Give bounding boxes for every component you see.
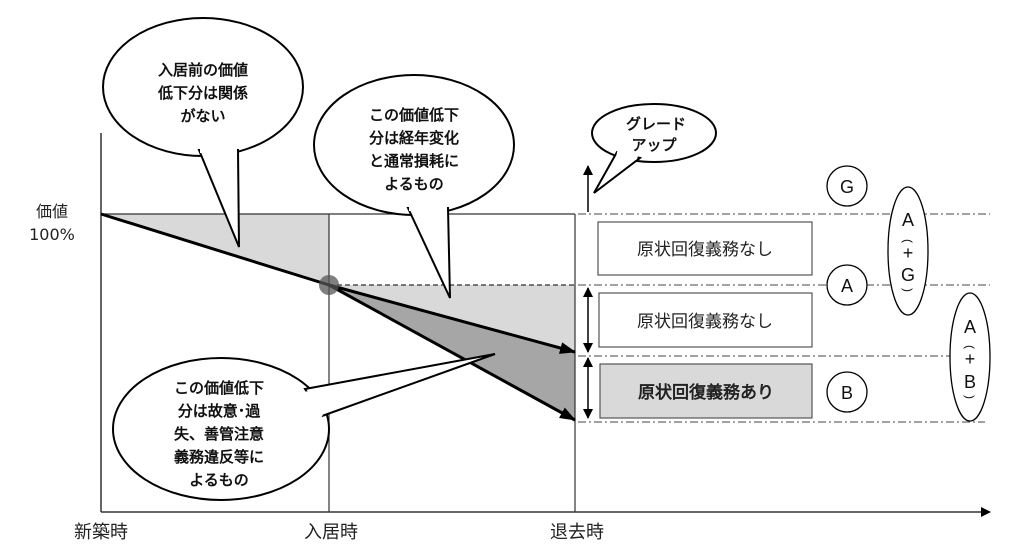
marker-g: [826, 165, 868, 207]
negligence-line: [328, 283, 576, 422]
svg-text:入居前の価値: 入居前の価値: [158, 61, 248, 79]
svg-text:よるもの: よるもの: [384, 175, 444, 193]
normal-wear-line: [328, 283, 576, 354]
svg-text:義務違反等に: 義務違反等に: [174, 448, 264, 466]
svg-text:この価値低下: この価値低下: [174, 379, 264, 397]
a-plus-g-oval: [887, 186, 929, 316]
bubble-before-move-in: 入居前の価値 低下分は関係 がない: [102, 17, 304, 248]
box-upper-label: 原状回復義務なし: [637, 240, 773, 260]
svg-text:): ): [963, 395, 977, 399]
svg-text:A: A: [964, 317, 976, 337]
svg-text:分は経年変化: 分は経年変化: [369, 129, 459, 147]
x-label-new-build: 新築時: [74, 522, 128, 543]
svg-text:と通常損耗に: と通常損耗に: [369, 152, 459, 170]
box-middle-label: 原状回復義務なし: [637, 312, 773, 332]
marker-a-label: A: [841, 276, 853, 296]
svg-text:低下分は関係: 低下分は関係: [157, 84, 248, 102]
svg-text:がない: がない: [180, 107, 225, 125]
svg-text:G: G: [901, 265, 915, 285]
bubble-aging: この価値低下 分は経年変化 と通常損耗に よるもの: [313, 74, 515, 299]
svg-text:グレード: グレード: [626, 115, 686, 133]
a-plus-b-oval: [949, 292, 991, 422]
svg-text:よるもの: よるもの: [189, 471, 249, 489]
box-lower-label: 原状回復義務あり: [638, 382, 774, 403]
y-axis-value: 100%: [29, 225, 75, 244]
x-label-move-out: 退去時: [550, 522, 604, 543]
a-plus-b-label: A ( + B ): [963, 317, 977, 399]
svg-text:この価値低下: この価値低下: [369, 106, 459, 124]
pre-move-in-depreciation-line: [100, 212, 330, 287]
svg-text:失、善管注意: 失、善管注意: [174, 425, 264, 443]
marker-a: [826, 264, 868, 306]
svg-text:A: A: [902, 210, 914, 230]
svg-text:+: +: [965, 349, 976, 369]
svg-text:(: (: [963, 345, 977, 349]
y-axis-label: 価値: [36, 202, 68, 221]
move-in-point: [319, 275, 339, 295]
bubble-negligence: この価値低下 分は故意･過 失、善管注意 義務違反等に よるもの: [112, 353, 496, 501]
a-plus-g-label: A ( + G ): [901, 210, 915, 292]
restoration-required-box: [599, 363, 813, 419]
bubble-grade-up: グレード アップ: [591, 103, 717, 194]
x-label-move-in: 入居時: [304, 522, 358, 543]
svg-text:): ): [901, 288, 915, 292]
svg-text:アップ: アップ: [631, 136, 677, 154]
no-restoration-box-middle: [598, 292, 813, 348]
svg-text:+: +: [903, 243, 914, 263]
marker-b-label: B: [841, 383, 853, 403]
svg-text:B: B: [964, 372, 976, 392]
svg-text:分は故意･過: 分は故意･過: [178, 402, 262, 420]
marker-g-label: G: [840, 177, 854, 197]
marker-b: [826, 371, 868, 413]
no-restoration-box-upper: [597, 221, 813, 276]
svg-text:(: (: [901, 239, 915, 243]
